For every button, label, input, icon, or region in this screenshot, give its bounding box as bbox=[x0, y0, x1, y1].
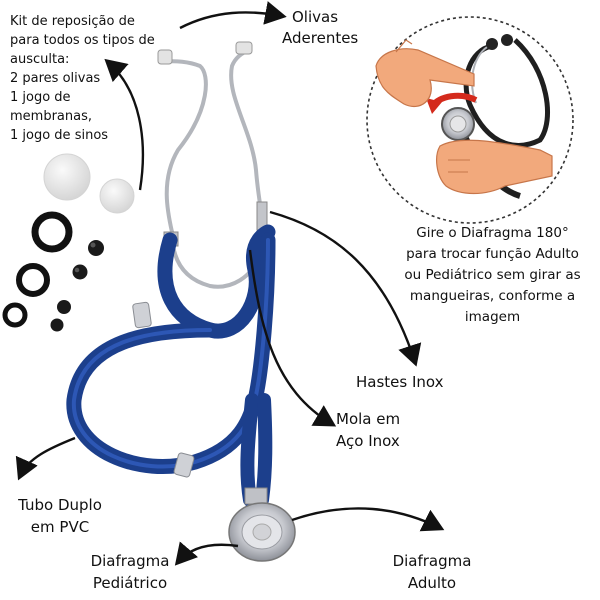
label-hastes: Hastes Inox bbox=[356, 373, 444, 391]
kit-line: Kit de reposição de bbox=[10, 14, 135, 29]
olive-part bbox=[50, 318, 64, 332]
olive-part bbox=[88, 240, 104, 256]
kit-line: para todos os tipos de bbox=[10, 33, 155, 48]
olive-part bbox=[72, 264, 88, 280]
bell-ring-part bbox=[16, 263, 50, 297]
label-olivas: Olivas Aderentes bbox=[282, 8, 359, 47]
rotation-inset bbox=[366, 16, 574, 224]
tube-clip bbox=[132, 301, 152, 329]
bell-ring-part bbox=[2, 302, 28, 328]
kit-line: ausculta: bbox=[10, 52, 70, 67]
kit-line: 2 pares olivas bbox=[10, 71, 101, 86]
label-tubo: Tubo Duplo em PVC bbox=[18, 496, 102, 536]
hand-icon bbox=[436, 139, 553, 195]
rotation-instruction: Gire o Diafragma 180° para trocar função… bbox=[404, 225, 581, 325]
olive-part bbox=[57, 300, 71, 314]
label-mola: Mola em Aço Inox bbox=[336, 410, 401, 450]
membrane-part bbox=[99, 178, 135, 214]
kit-line: membranas, bbox=[10, 109, 92, 124]
replacement-kit-parts bbox=[2, 153, 135, 332]
tube-clip bbox=[173, 452, 195, 478]
left-olive bbox=[157, 49, 173, 65]
bell-ring-part bbox=[31, 211, 73, 253]
pvc-tube bbox=[66, 224, 276, 507]
hand-icon bbox=[375, 39, 475, 108]
curved-arrow-icon bbox=[15, 1, 445, 566]
kit-description: Kit de reposição de para todos os tipos … bbox=[10, 12, 155, 145]
label-diafragma-adulto: Diafragma Adulto bbox=[392, 552, 472, 592]
kit-line: 1 jogo de sinos bbox=[10, 128, 109, 143]
membrane-part bbox=[43, 153, 91, 201]
label-diafragma-pediatrico: Diafragma Pediátrico bbox=[90, 552, 170, 592]
chest-piece bbox=[228, 502, 296, 562]
right-olive bbox=[235, 41, 253, 55]
kit-line: 1 jogo de bbox=[10, 90, 71, 105]
